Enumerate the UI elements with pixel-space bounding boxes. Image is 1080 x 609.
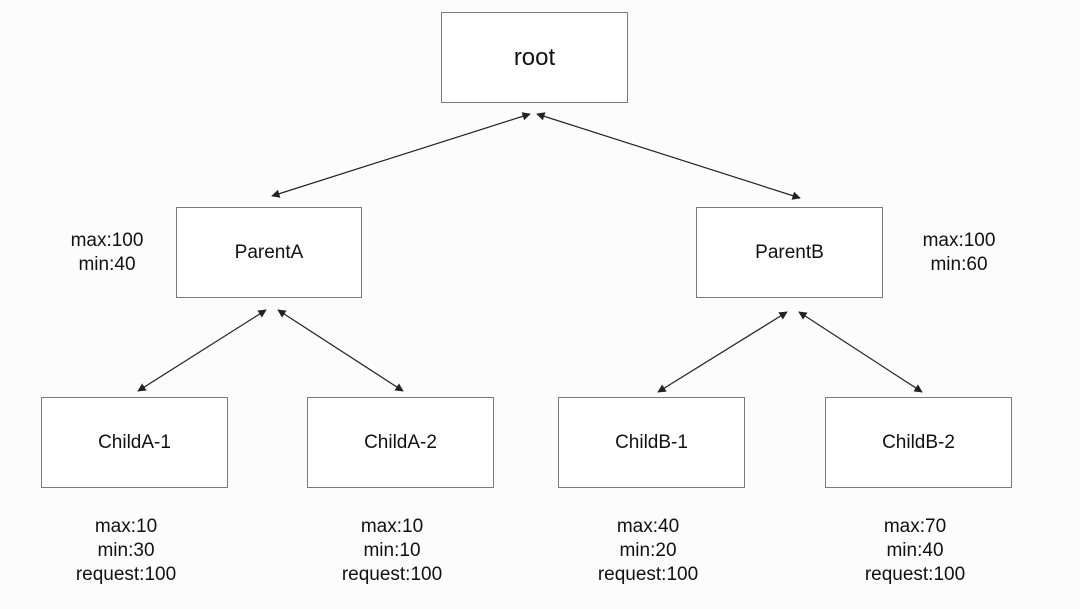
child-b1-min: min:20 (619, 540, 677, 561)
node-root: root (441, 12, 628, 103)
parent-b-min: min:60 (930, 254, 988, 275)
edge-root-parentB (536, 112, 801, 200)
node-child-b1: ChildB-1 (558, 397, 745, 488)
node-child-a1: ChildA-1 (41, 397, 228, 488)
child-a2-limits: max:10 min:10 request:100 (322, 515, 462, 587)
edge-parentB-childB2 (798, 311, 923, 393)
child-b1-request: request:100 (597, 564, 699, 585)
edge-parentA-childA2 (277, 309, 404, 392)
child-a1-max: max:10 (94, 516, 158, 537)
child-b1-limits: max:40 min:20 request:100 (578, 515, 718, 587)
edge-parentA-childA1 (137, 309, 267, 392)
node-child-a2-label: ChildA-2 (364, 431, 437, 453)
child-a1-min: min:30 (97, 540, 155, 561)
child-a2-max: max:10 (360, 516, 424, 537)
child-b1-max: max:40 (616, 516, 680, 537)
child-b2-max: max:70 (883, 516, 947, 537)
node-child-a2: ChildA-2 (307, 397, 494, 488)
node-parent-a-label: ParentA (234, 241, 304, 263)
child-b2-min: min:40 (886, 540, 944, 561)
child-a2-min: min:10 (363, 540, 421, 561)
child-a2-request: request:100 (341, 564, 443, 585)
node-child-a1-label: ChildA-1 (98, 431, 171, 453)
edge-parentB-childB1 (657, 311, 788, 393)
child-a1-request: request:100 (75, 564, 177, 585)
parent-a-max: max:100 (70, 230, 144, 251)
parent-b-limits: max:100 min:60 (904, 229, 1014, 277)
parent-b-max: max:100 (922, 230, 996, 251)
node-root-label: root (513, 43, 556, 71)
node-child-b2: ChildB-2 (825, 397, 1012, 488)
node-child-b2-label: ChildB-2 (882, 431, 955, 453)
child-b2-request: request:100 (864, 564, 966, 585)
node-child-b1-label: ChildB-1 (615, 431, 688, 453)
child-a1-limits: max:10 min:30 request:100 (56, 515, 196, 587)
parent-a-min: min:40 (78, 254, 136, 275)
node-parent-a: ParentA (176, 207, 362, 298)
node-parent-b: ParentB (696, 207, 883, 298)
edge-root-parentA (271, 112, 531, 198)
node-parent-b-label: ParentB (755, 241, 824, 263)
parent-a-limits: max:100 min:40 (52, 229, 162, 277)
child-b2-limits: max:70 min:40 request:100 (845, 515, 985, 587)
